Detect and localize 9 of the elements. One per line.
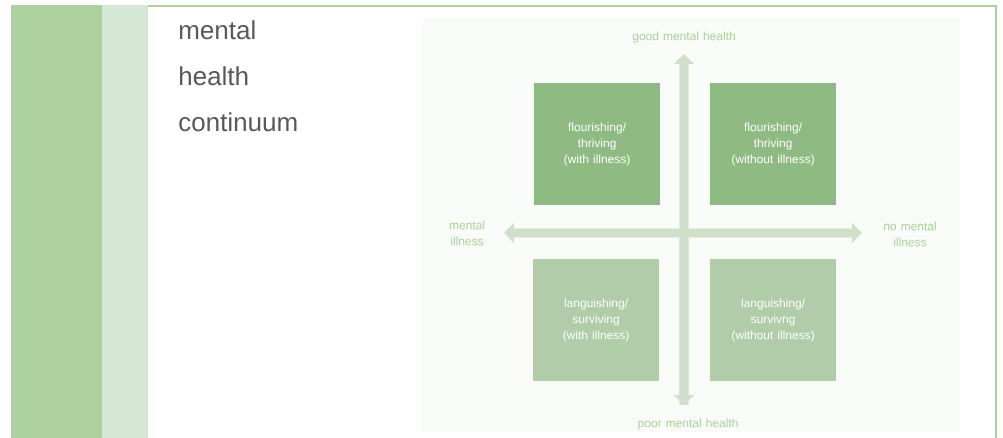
title: mental health continuum bbox=[179, 20, 297, 132]
quadrant-box: languishing/ surviving (with illness) bbox=[533, 259, 659, 381]
axis-label: poor mental health bbox=[638, 418, 738, 430]
axis-label: good mental health bbox=[632, 31, 735, 43]
quadrant-box: flourishing/ thriving (with illness) bbox=[534, 83, 660, 205]
quadrant-box: flourishing/ thriving (without illness) bbox=[710, 83, 836, 205]
axis-label: no mental illness bbox=[884, 221, 936, 247]
quadrant-box: languishing/ survivng (without illness) bbox=[710, 259, 836, 381]
axis-label: mental illness bbox=[449, 220, 485, 246]
